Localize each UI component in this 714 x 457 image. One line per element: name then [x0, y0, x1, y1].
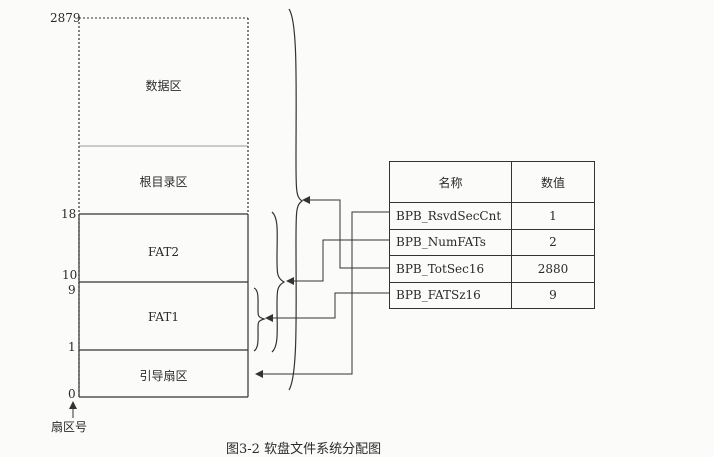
bpb-header-name: 名称 [389, 161, 512, 203]
brace-fat1 [253, 287, 266, 352]
bpb-row-name: BPB_FATSz16 [389, 281, 512, 309]
tick-label-9: 9 [68, 283, 76, 297]
bpb-row-value: 9 [511, 281, 595, 309]
tick-label-10: 10 [62, 268, 78, 282]
figure-caption: 图3-2 软盘文件系统分配图 [226, 442, 382, 457]
region-fat2-label: FAT2 [148, 245, 179, 259]
tick-label-18: 18 [61, 207, 77, 221]
region-root-label: 根目录区 [139, 175, 188, 189]
bpb-row-name: BPB_RsvdSecCnt [389, 202, 512, 230]
brace-fat-area [271, 211, 286, 353]
connector-numfats [286, 239, 389, 285]
connector-fatsz16 [265, 292, 389, 322]
region-fat1-label: FAT1 [148, 310, 179, 324]
bpb-header-value: 数值 [511, 161, 595, 203]
braces [253, 8, 304, 391]
bpb-row-name: BPB_NumFATs [389, 228, 512, 256]
table-row: BPB_FATSz16 9 [389, 281, 595, 309]
sector-stack [78, 17, 249, 398]
bpb-table-header-row: 名称 数值 [389, 161, 595, 203]
bpb-row-name: BPB_TotSec16 [389, 255, 512, 283]
sector-axis-label: 扇区号 [51, 420, 88, 434]
bpb-table: 名称 数值 BPB_RsvdSecCnt 1 BPB_NumFATs 2 BPB… [389, 161, 595, 309]
bpb-row-value: 1 [511, 202, 595, 230]
bpb-row-value: 2 [511, 228, 595, 256]
table-row: BPB_NumFATs 2 [389, 228, 595, 256]
table-row: BPB_RsvdSecCnt 1 [389, 202, 595, 230]
connector-totsec16 [302, 196, 389, 269]
tick-label-1: 1 [68, 340, 76, 354]
region-data-label: 数据区 [145, 79, 182, 93]
tick-label-0: 0 [68, 387, 76, 401]
tick-label-2879: 2879 [50, 11, 81, 25]
brace-whole-disk [288, 8, 304, 391]
connectors [255, 196, 389, 378]
region-boot-label: 引导扇区 [139, 369, 188, 383]
table-row: BPB_TotSec16 2880 [389, 255, 595, 283]
bpb-row-value: 2880 [511, 255, 595, 283]
